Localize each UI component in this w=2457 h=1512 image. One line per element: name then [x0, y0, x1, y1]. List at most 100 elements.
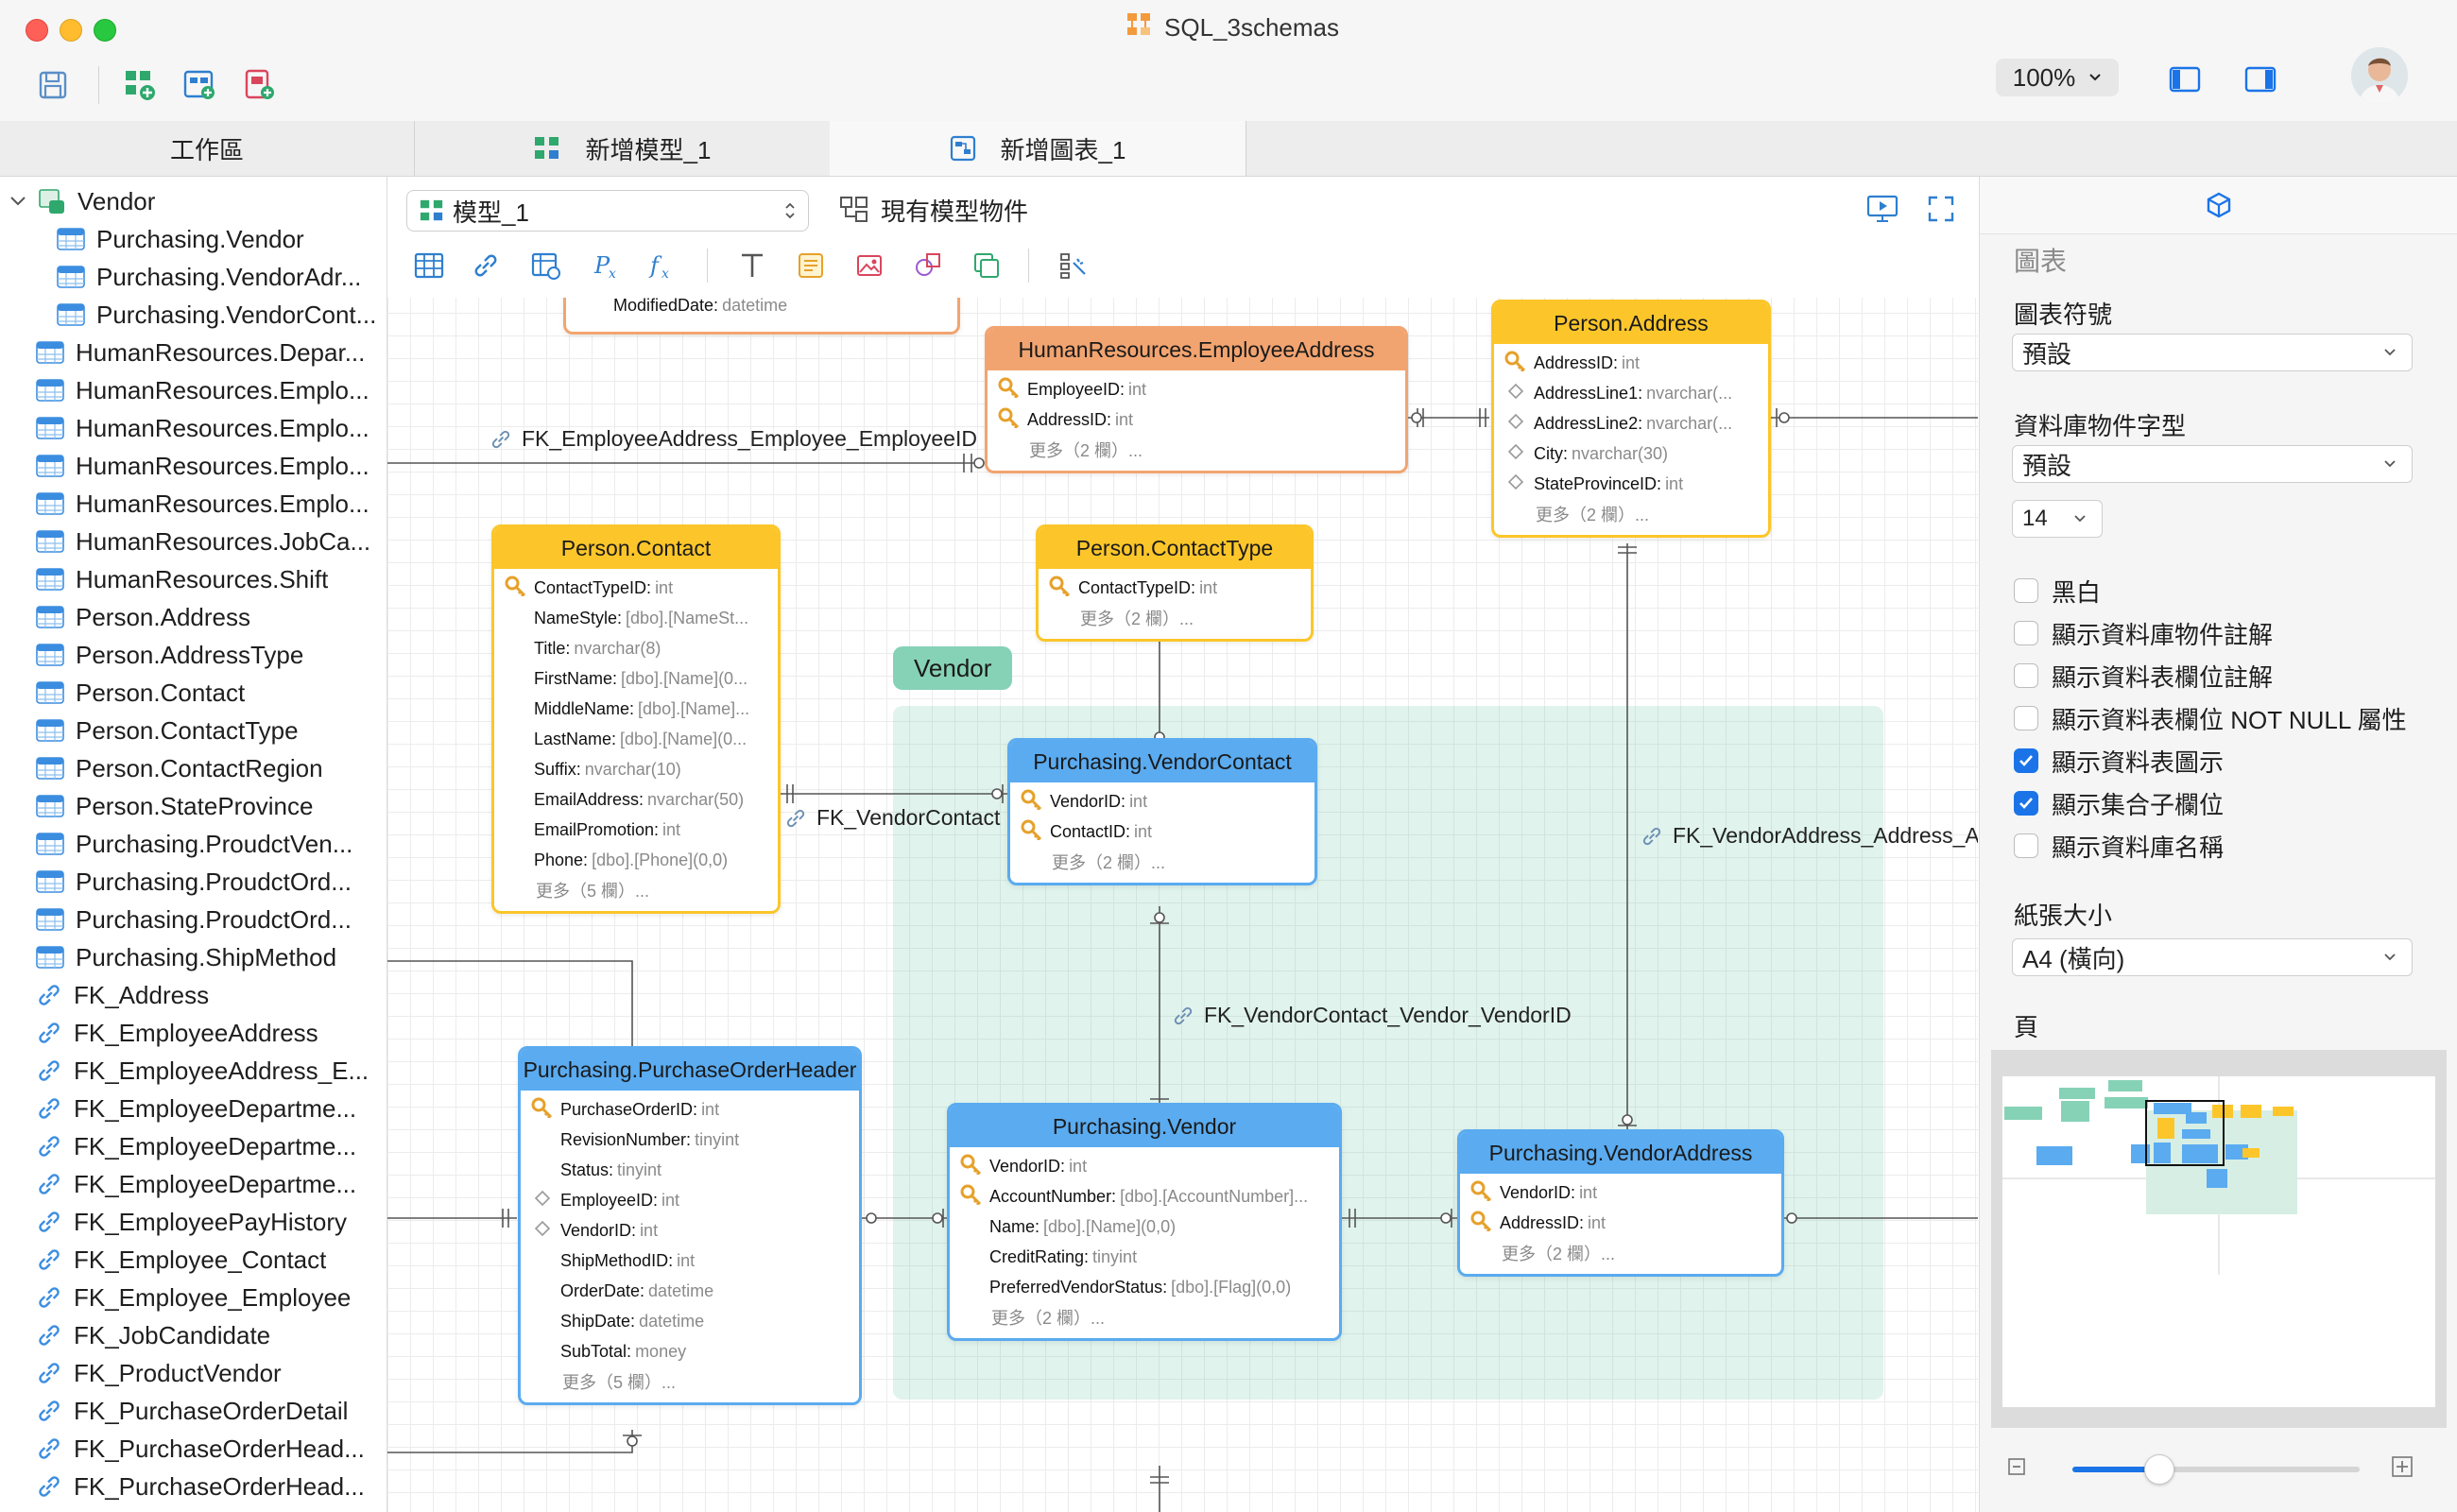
sidebar-item-table[interactable]: Purchasing.ProudctOrd...	[36, 901, 378, 938]
table-field[interactable]: EmployeeID:int	[521, 1185, 859, 1215]
table-field[interactable]: SubTotal:money	[521, 1336, 859, 1366]
table-field[interactable]: City:nvarchar(30)	[1494, 438, 1768, 469]
zoom-dropdown[interactable]: 100%	[1996, 59, 2119, 96]
checkbox-option[interactable]: 顯示資料表欄位註解	[2014, 659, 2273, 693]
more-fields-link[interactable]: 更多（2 欄）...	[1010, 847, 1314, 877]
sidebar-item-table[interactable]: Purchasing.VendorAdr...	[57, 258, 378, 296]
more-fields-link[interactable]: 更多（2 欄）...	[950, 1302, 1339, 1332]
sidebar-item-foreign-key[interactable]: FK_EmployeeAddress_E...	[36, 1052, 378, 1090]
table-field[interactable]: ContactTypeID:int	[1039, 573, 1311, 603]
minimize-window-button[interactable]	[60, 19, 82, 42]
table-field[interactable]: StateProvinceID:int	[1494, 469, 1768, 499]
table-field[interactable]: EmailAddress:nvarchar(50)	[494, 784, 778, 815]
auto-layout-tool[interactable]	[1055, 247, 1092, 284]
checkbox[interactable]	[2014, 833, 2038, 858]
zoom-window-button[interactable]	[94, 19, 116, 42]
existing-objects-button[interactable]: 現有模型物件	[839, 190, 1028, 230]
table-field[interactable]: AddressID:int	[1494, 348, 1768, 378]
sidebar-item-table[interactable]: HumanResources.Emplo...	[36, 447, 378, 485]
checkbox-option[interactable]: 顯示資料表欄位 NOT NULL 屬性	[2014, 701, 2407, 735]
sidebar-item-table[interactable]: HumanResources.Emplo...	[36, 409, 378, 447]
table-field[interactable]: RevisionNumber:tinyint	[521, 1125, 859, 1155]
page-minimap[interactable]	[1991, 1050, 2447, 1428]
checkbox-option[interactable]: 黑白	[2014, 574, 2101, 608]
table-field[interactable]: Title:nvarchar(8)	[494, 633, 778, 663]
add-relation-tool[interactable]	[467, 247, 505, 284]
add-view-tool[interactable]	[527, 247, 565, 284]
table-field[interactable]: VendorID:int	[1010, 786, 1314, 816]
sidebar-item-table[interactable]: Purchasing.ProudctOrd...	[36, 863, 378, 901]
table-field[interactable]: MiddleName:[dbo].[Name]...	[494, 694, 778, 724]
more-fields-link[interactable]: 更多（5 欄）...	[521, 1366, 859, 1397]
sidebar-item-foreign-key[interactable]: FK_JobCandidate	[36, 1316, 378, 1354]
add-text-tool[interactable]	[733, 247, 771, 284]
sidebar-item-table[interactable]: Person.ContactRegion	[36, 749, 378, 787]
er-diagram[interactable]: Vendor	[387, 298, 1978, 1512]
fk-label-vendorcontact-vendor[interactable]: FK_VendorContact_Vendor_VendorID	[1172, 1003, 1572, 1028]
sidebar-item-table[interactable]: Purchasing.ProudctVen...	[36, 825, 378, 863]
fk-label-employee-address[interactable]: FK_EmployeeAddress_Employee_EmployeeID	[490, 426, 977, 452]
sidebar-item-foreign-key[interactable]: FK_Address	[36, 976, 378, 1014]
table-field[interactable]: AddressLine1:nvarchar(...	[1494, 378, 1768, 408]
new-diagram-button[interactable]	[180, 66, 218, 104]
checkbox[interactable]	[2014, 748, 2038, 773]
sidebar-item-foreign-key[interactable]: FK_PurchaseOrderHead...	[36, 1468, 378, 1505]
sidebar-item-foreign-key[interactable]: FK_Employee_Employee	[36, 1279, 378, 1316]
table-field[interactable]: VendorID:int	[1460, 1177, 1781, 1208]
table-fragment[interactable]: ModifiedDate:datetime	[563, 298, 960, 335]
new-report-button[interactable]	[240, 66, 278, 104]
table-field[interactable]: PurchaseOrderID:int	[521, 1094, 859, 1125]
table-field[interactable]: LastName:[dbo].[Name](0...	[494, 724, 778, 754]
table-field[interactable]: Name:[dbo].[Name](0,0)	[950, 1211, 1339, 1242]
table-field[interactable]: NameStyle:[dbo].[NameSt...	[494, 603, 778, 633]
cube-icon[interactable]	[2205, 191, 2233, 219]
zoom-out-button[interactable]	[2006, 1456, 2029, 1484]
table-field[interactable]: ContactTypeID:int	[494, 573, 778, 603]
table-field[interactable]: Phone:[dbo].[Phone](0,0)	[494, 845, 778, 875]
add-image-tool[interactable]	[850, 247, 888, 284]
sidebar-item-foreign-key[interactable]: FK_EmployeeAddress	[36, 1014, 378, 1052]
table-field[interactable]: AddressID:int	[988, 404, 1405, 435]
sidebar-item-table[interactable]: HumanResources.Depar...	[36, 334, 378, 371]
more-fields-link[interactable]: 更多（5 欄）...	[494, 875, 778, 905]
table-field[interactable]: AddressID:int	[1460, 1208, 1781, 1238]
zoom-slider-knob[interactable]	[2144, 1454, 2175, 1485]
chevron-down-icon[interactable]	[9, 196, 26, 207]
save-button[interactable]	[34, 66, 72, 104]
more-fields-link[interactable]: 更多（2 欄）...	[1460, 1238, 1781, 1268]
table-field[interactable]: EmailPromotion:int	[494, 815, 778, 845]
toggle-right-panel-button[interactable]	[2242, 60, 2279, 98]
table-field[interactable]: Status:tinyint	[521, 1155, 859, 1185]
table-field[interactable]: AddressLine2:nvarchar(...	[1494, 408, 1768, 438]
zoom-slider[interactable]	[2072, 1454, 2360, 1485]
sidebar-item-table[interactable]: Person.Address	[36, 598, 378, 636]
table-field[interactable]: ShipMethodID:int	[521, 1246, 859, 1276]
checkbox[interactable]	[2014, 621, 2038, 645]
checkbox-option[interactable]: 顯示集合子欄位	[2014, 786, 2224, 820]
sidebar-item-foreign-key[interactable]: FK_EmployeeDepartme...	[36, 1090, 378, 1127]
sidebar-item-foreign-key[interactable]: FK_PurchaseOrderDetail	[36, 1392, 378, 1430]
table-field[interactable]: OrderDate:datetime	[521, 1276, 859, 1306]
checkbox[interactable]	[2014, 791, 2038, 816]
sidebar-item-table[interactable]: HumanResources.Emplo...	[36, 485, 378, 523]
new-model-button[interactable]	[121, 66, 159, 104]
sidebar-item-table[interactable]: HumanResources.Emplo...	[36, 371, 378, 409]
vendor-group-label[interactable]: Vendor	[893, 646, 1013, 690]
toggle-left-panel-button[interactable]	[2166, 60, 2204, 98]
sidebar-item-foreign-key[interactable]: FK_Employee_Contact	[36, 1241, 378, 1279]
checkbox-option[interactable]: 顯示資料表圖示	[2014, 744, 2224, 778]
paper-size-select[interactable]: A4 (橫向)	[2012, 938, 2413, 976]
table-field[interactable]: VendorID:int	[950, 1151, 1339, 1181]
add-note-tool[interactable]	[792, 247, 830, 284]
tab-workspace[interactable]: 工作區	[0, 121, 415, 176]
more-fields-link[interactable]: 更多（2 欄）...	[1039, 603, 1311, 633]
fk-label-vendor-contact[interactable]: FK_VendorContact	[784, 805, 1000, 831]
checkbox[interactable]	[2014, 578, 2038, 603]
